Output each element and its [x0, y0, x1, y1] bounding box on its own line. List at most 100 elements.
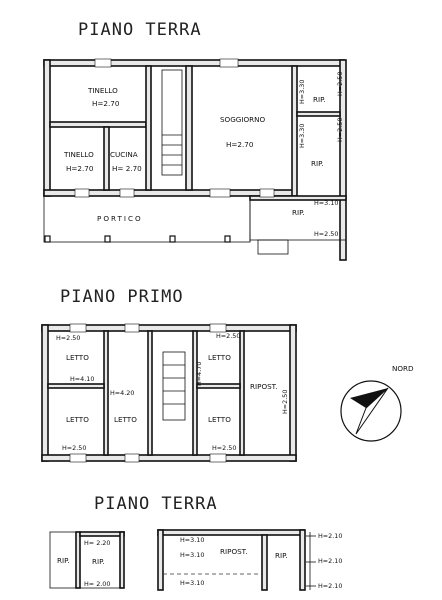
height-label: H= 2.20 — [84, 539, 110, 547]
title-ground-floor: PIANO TERRA — [78, 20, 202, 40]
room-label: LETTO — [114, 415, 137, 424]
window — [259, 188, 275, 198]
window — [209, 188, 231, 198]
north-compass: NORD — [340, 364, 414, 442]
pillar — [104, 235, 111, 243]
height-label: H=2.50 — [314, 230, 338, 238]
room-label: LETTO — [66, 415, 89, 424]
room-label: RIP. — [313, 95, 326, 104]
wall — [289, 324, 297, 462]
wall — [157, 529, 164, 591]
height-label: H=2.70 — [92, 99, 120, 108]
height-label: H=2.50 — [216, 332, 240, 340]
height-label: H=3.30 — [298, 80, 306, 104]
wall — [75, 531, 81, 589]
window — [69, 323, 87, 333]
wall — [43, 59, 51, 197]
height-label: H=3.10 — [180, 579, 204, 587]
height-label: H=2.70 — [226, 140, 254, 149]
room-label: RIP. — [57, 556, 70, 565]
wall — [79, 531, 125, 537]
window — [69, 453, 87, 463]
compass-label: NORD — [392, 364, 414, 373]
window — [94, 58, 112, 68]
compass-circle — [340, 380, 402, 442]
wall — [239, 330, 245, 456]
wall — [261, 534, 268, 591]
wall — [43, 59, 345, 67]
room-label: TINELLO — [87, 86, 118, 95]
room-label: LETTO — [208, 353, 231, 362]
height-label: H=4.20 — [110, 389, 134, 397]
window — [74, 188, 90, 198]
step-block — [257, 239, 289, 255]
height-label: H=3.10 — [314, 199, 338, 207]
height-label: H=4.10 — [70, 375, 94, 383]
stair — [162, 351, 186, 421]
wall — [296, 111, 341, 117]
wall — [145, 65, 152, 191]
window — [124, 453, 140, 463]
room-label: LETTO — [66, 353, 89, 362]
wall — [147, 330, 153, 456]
height-label: H=3.10 — [180, 536, 204, 544]
window — [119, 188, 135, 198]
portico-outline — [43, 195, 251, 243]
height-label: H= 2.00 — [84, 580, 110, 588]
window — [209, 323, 227, 333]
pillar — [224, 235, 231, 243]
wall — [291, 65, 298, 197]
annex-plan: RIP. H= 2.20 RIP. H= 2.00 H=3.10 H=3.10 … — [49, 529, 342, 591]
room-label: RIP. — [275, 551, 288, 560]
title-ground-floor-annex: PIANO TERRA — [94, 494, 218, 514]
title-first-floor: PIANO PRIMO — [60, 287, 184, 307]
wall — [47, 383, 105, 389]
wall — [196, 383, 241, 389]
wall — [41, 454, 297, 462]
height-label: H=3.30 — [298, 124, 306, 148]
wall — [299, 529, 306, 591]
north-arrow-icon — [355, 387, 389, 435]
height-label: H=2.50 — [212, 444, 236, 452]
window — [219, 58, 239, 68]
height-label: H=2.50 — [281, 390, 289, 414]
pillar — [169, 235, 176, 243]
first-floor-plan: H=2.50 LETTO H=4.10 H=4.20 LETTO LETTO H… — [41, 323, 297, 463]
window — [209, 453, 227, 463]
window — [124, 323, 140, 333]
height-label: H=2.10 — [318, 557, 342, 565]
stair — [161, 69, 183, 176]
wall — [185, 65, 193, 191]
wall — [192, 330, 198, 456]
height-label: H=2.10 — [318, 532, 342, 540]
wall — [49, 121, 147, 128]
room-label: PORTICO — [97, 214, 143, 223]
height-label: H=2.50 — [56, 334, 80, 342]
room-label: RIP. — [292, 208, 305, 217]
wall — [41, 324, 49, 462]
height-label: H=2.70 — [66, 164, 94, 173]
room-label: RIPOST. — [220, 547, 248, 556]
height-label: H=3.10 — [180, 551, 204, 559]
wall — [103, 126, 110, 191]
room-label: RIP. — [311, 159, 324, 168]
height-label: H=2.50 — [336, 72, 344, 96]
height-label: H=2.50 — [336, 118, 344, 142]
room-label: SOGGIORNO — [220, 115, 266, 124]
room-label: CUCINA — [110, 150, 138, 159]
pillar — [44, 235, 51, 243]
height-label: H=2.10 — [318, 582, 342, 590]
wall — [103, 330, 109, 456]
wall — [339, 59, 347, 261]
wall — [119, 531, 125, 589]
height-label: H=4.70 — [195, 362, 203, 386]
room-label: RIP. — [92, 557, 105, 566]
ground-floor-plan: TINELLO H=2.70 TINELLO CUCINA H=2.70 H= … — [43, 58, 347, 261]
wall — [249, 195, 347, 201]
north-arrow-icon — [350, 388, 388, 408]
wall — [157, 529, 305, 536]
room-label: LETTO — [208, 415, 231, 424]
height-label: H= 2.70 — [112, 164, 142, 173]
room-label: RIPOST. — [250, 382, 278, 391]
